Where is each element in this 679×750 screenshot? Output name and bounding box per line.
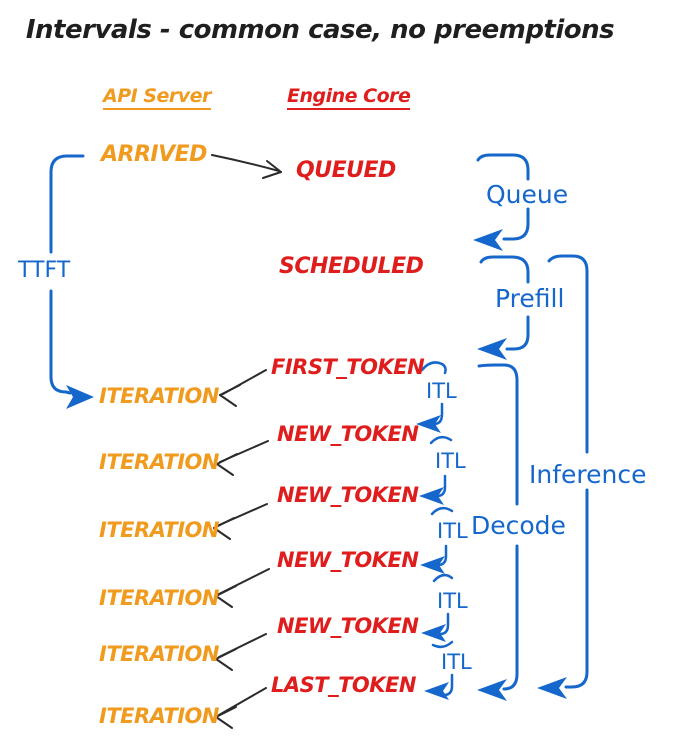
event-queued: QUEUED xyxy=(296,158,396,183)
arrow-first-token-to-iteration xyxy=(219,369,267,407)
arrow-new-token1-to-iteration xyxy=(216,440,269,476)
column-header-api-server: API Server xyxy=(103,86,211,110)
event-arrived: ARRIVED xyxy=(101,142,207,167)
page-title: Intervals - common case, no preemptions xyxy=(25,15,615,45)
interval-prefill: Prefill xyxy=(495,284,565,313)
column-header-engine-core: Engine Core xyxy=(287,86,411,110)
interval-queue: Queue xyxy=(486,180,569,209)
arrow-new-token3-to-iteration xyxy=(215,568,270,608)
event-iteration-1: ITERATION xyxy=(99,384,219,408)
interval-inference: Inference xyxy=(529,460,647,489)
event-new-token-4: NEW_TOKEN xyxy=(277,614,419,638)
event-iteration-2: ITERATION xyxy=(99,450,219,474)
interval-itl-3: ITL xyxy=(437,519,468,543)
interval-decode: Decode xyxy=(471,511,566,540)
event-new-token-1: NEW_TOKEN xyxy=(277,422,419,446)
interval-itl-1: ITL xyxy=(426,379,457,403)
event-iteration-5: ITERATION xyxy=(99,642,219,666)
event-iteration-4: ITERATION xyxy=(99,586,219,610)
arrow-last-token-to-iteration xyxy=(215,687,267,729)
event-new-token-3: NEW_TOKEN xyxy=(277,548,419,572)
arrow-arrived-to-queued xyxy=(211,154,282,179)
event-first-token: FIRST_TOKEN xyxy=(271,355,425,379)
event-iteration-6: ITERATION xyxy=(99,704,219,728)
arrow-new-token2-to-iteration xyxy=(213,503,268,540)
event-iteration-3: ITERATION xyxy=(99,518,219,542)
interval-itl-5: ITL xyxy=(441,650,472,674)
itl-bracket-5 xyxy=(424,673,454,700)
event-scheduled: SCHEDULED xyxy=(279,254,424,279)
interval-itl-4: ITL xyxy=(437,589,468,613)
interval-ttft: TTFT xyxy=(18,258,71,283)
arrow-new-token4-to-iteration xyxy=(215,633,267,671)
interval-itl-2: ITL xyxy=(435,449,466,473)
event-last-token: LAST_TOKEN xyxy=(271,673,416,697)
event-new-token-2: NEW_TOKEN xyxy=(277,483,419,507)
